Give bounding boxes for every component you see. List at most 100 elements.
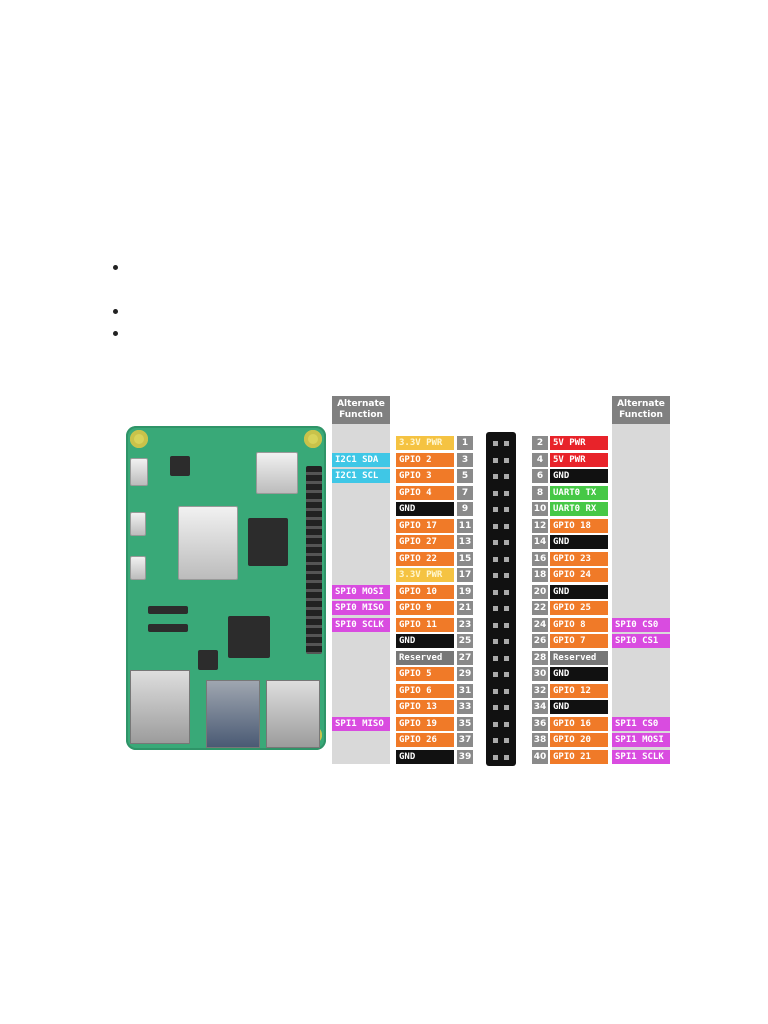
- pin-number: 32: [532, 683, 548, 698]
- header-pin: [504, 540, 509, 545]
- io-chip: [228, 616, 270, 658]
- pin-number: 19: [457, 584, 473, 599]
- header-pin: [493, 540, 498, 545]
- pin-number: 35: [457, 716, 473, 731]
- pin-label: GPIO 8: [550, 617, 608, 632]
- pin-label: GND: [396, 502, 454, 516]
- header-pin: [504, 441, 509, 446]
- pin-number: 5: [457, 469, 473, 483]
- pin-label: GND: [550, 700, 608, 714]
- pin-label: GND: [396, 634, 454, 648]
- pin-label: GPIO 27: [396, 535, 454, 549]
- header-pin: [493, 556, 498, 562]
- wifi-shield: [256, 452, 298, 494]
- pin-label: GPIO 10: [396, 584, 454, 599]
- pin-label: GND: [550, 535, 608, 549]
- header-pin: [504, 490, 509, 496]
- pin-label: GND: [550, 584, 608, 599]
- bullet: [110, 262, 118, 270]
- pin-number: 23: [457, 617, 473, 632]
- pin-number: 20: [532, 584, 548, 599]
- mounting-hole: [130, 430, 148, 448]
- pin-number: 18: [532, 568, 548, 582]
- header-pin: [493, 507, 498, 512]
- pin-label: GPIO 11: [396, 617, 454, 632]
- alt-function-label: SPI0 SCLK: [332, 617, 390, 632]
- header-pin: [493, 573, 498, 578]
- ethernet-port: [130, 670, 190, 744]
- pin-number: 22: [532, 601, 548, 615]
- pin-label: GPIO 6: [396, 683, 454, 698]
- header-pin: [493, 672, 498, 677]
- header-pin: [504, 474, 509, 479]
- pin-number: 10: [532, 502, 548, 516]
- pin-label: GPIO 13: [396, 700, 454, 714]
- header-pin: [493, 589, 498, 595]
- usb2-port: [266, 680, 320, 748]
- usb-c-port: [130, 458, 148, 486]
- pin-number: 6: [532, 469, 548, 483]
- pin-number: 25: [457, 634, 473, 648]
- pin-number: 29: [457, 667, 473, 681]
- ram-chip: [248, 518, 288, 566]
- pin-label: 3.3V PWR: [396, 436, 454, 450]
- pin-number: 2: [532, 436, 548, 450]
- pin-label: GPIO 9: [396, 601, 454, 615]
- gpio-header-strip: [306, 466, 322, 654]
- pin-number: 26: [532, 634, 548, 648]
- header-pin: [504, 606, 509, 611]
- header-pin: [504, 738, 509, 743]
- pin-number: 37: [457, 733, 473, 747]
- pin-label: GPIO 24: [550, 568, 608, 582]
- alt-function-label: SPI1 MISO: [332, 716, 390, 731]
- alt-function-label: SPI0 CS1: [612, 634, 670, 648]
- header-pin: [493, 639, 498, 644]
- header-pin: [504, 556, 509, 562]
- header-pin: [504, 573, 509, 578]
- header-pin: [504, 589, 509, 595]
- gpio-pinout-diagram: Alternate Function Alternate Function 3.…: [120, 396, 680, 772]
- pin-number: 14: [532, 535, 548, 549]
- pin-label: 3.3V PWR: [396, 568, 454, 582]
- pin-number: 12: [532, 518, 548, 533]
- hdmi-port: [130, 512, 146, 536]
- header-pin: [504, 688, 509, 694]
- ribbon-connector: [148, 606, 188, 614]
- pin-number: 11: [457, 518, 473, 533]
- header-pin: [504, 523, 509, 529]
- pin-label: GPIO 18: [550, 518, 608, 533]
- bullet: [110, 306, 118, 314]
- alt-function-label: SPI0 CS0: [612, 617, 670, 632]
- alt-function-column-left: Alternate Function: [332, 396, 390, 764]
- header-pin: [493, 622, 498, 628]
- pin-label: GPIO 21: [550, 749, 608, 764]
- header-pin: [504, 655, 509, 661]
- pin-label: GPIO 12: [550, 683, 608, 698]
- pin-number: 17: [457, 568, 473, 582]
- pin-number: 34: [532, 700, 548, 714]
- alt-function-label: SPI1 MOSI: [612, 733, 670, 747]
- header-pin: [493, 721, 498, 727]
- alt-function-label: SPI1 SCLK: [612, 749, 670, 764]
- ribbon-connector: [148, 624, 188, 632]
- header-pin: [493, 490, 498, 496]
- pin-label: GPIO 22: [396, 551, 454, 566]
- alt-function-label: I2C1 SDA: [332, 452, 390, 467]
- pin-number: 24: [532, 617, 548, 632]
- pin-label: GPIO 25: [550, 601, 608, 615]
- pin-number: 15: [457, 551, 473, 566]
- pin-label: GND: [396, 749, 454, 764]
- pin-label: GPIO 23: [550, 551, 608, 566]
- pin-label: GPIO 2: [396, 452, 454, 467]
- pin-number: 1: [457, 436, 473, 450]
- pin-label: GPIO 26: [396, 733, 454, 747]
- pin-number: 4: [532, 452, 548, 467]
- alt-function-label: SPI1 CS0: [612, 716, 670, 731]
- alt-function-column-right: Alternate Function: [612, 396, 670, 764]
- alt-function-header-right: Alternate Function: [612, 396, 670, 424]
- header-pin: [493, 688, 498, 694]
- header-pin: [493, 474, 498, 479]
- pin-label: 5V PWR: [550, 452, 608, 467]
- pin-label: GPIO 17: [396, 518, 454, 533]
- raspberry-pi-board-image: [126, 426, 326, 750]
